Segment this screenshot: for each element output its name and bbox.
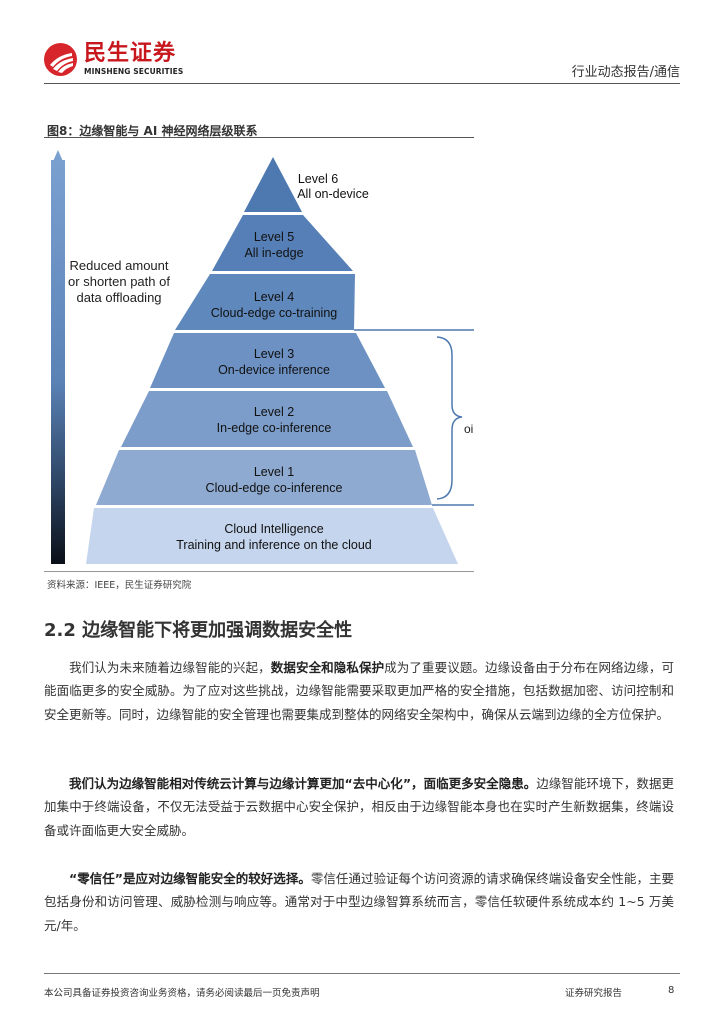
vertical-arrow-icon xyxy=(51,150,65,564)
arrow-label-line-3: data offloading xyxy=(76,290,161,305)
curly-brace-icon xyxy=(436,336,463,500)
paragraph-1-emphasis: 数据安全和隐私保护 xyxy=(270,660,385,675)
brand-name-cn: 民生证券 xyxy=(84,41,177,66)
section-title: 2.2 边缘智能下将更加强调数据安全性 xyxy=(44,620,353,641)
arrow-label-line-2: or shorten path of xyxy=(68,274,170,289)
report-category: 行业动态报告/通信 xyxy=(571,65,680,80)
level-1-layer xyxy=(96,450,432,505)
figure-title: 图8：边缘智能与 AI 神经网络层级联系 xyxy=(47,124,258,138)
level-4-name: Level 4 xyxy=(254,290,294,304)
pyramid-diagram: Reduced amount or shorten path of data o… xyxy=(51,150,474,564)
paragraph-3: “零信任”是应对边缘智能安全的较好选择。零信任通过验证每个访问资源的请求确保终端… xyxy=(44,871,674,933)
level-1-name: Level 1 xyxy=(254,465,294,479)
cloud-intelligence-desc: Training and inference on the cloud xyxy=(176,538,372,552)
figure-source: 资料来源：IEEE，民生证券研究院 xyxy=(47,580,192,591)
header-divider xyxy=(44,83,680,84)
figure-title-divider xyxy=(44,137,474,138)
cloud-intelligence-name: Cloud Intelligence xyxy=(224,522,323,536)
level-2-desc: In-edge co-inference xyxy=(217,421,332,435)
level-6-layer xyxy=(244,157,302,212)
logo-icon xyxy=(44,43,77,76)
level-5-desc: All in-edge xyxy=(244,246,303,260)
cloud-intelligence-layer xyxy=(86,508,458,564)
paragraph-1: 我们认为未来随着边缘智能的兴起，数据安全和隐私保护成为了重要议题。边缘设备由于分… xyxy=(44,660,674,722)
source-divider xyxy=(44,571,474,572)
level-3-layer xyxy=(150,333,385,388)
paragraph-3-emphasis: “零信任”是应对边缘智能安全的较好选择。 xyxy=(69,871,311,886)
level-4-layer xyxy=(175,274,355,330)
level-4-desc: Cloud-edge co-training xyxy=(211,306,338,320)
footer-doc-type: 证券研究报告 xyxy=(565,988,623,999)
brand-name-en: MINSHENG SECURITIES xyxy=(84,67,184,76)
brace-label: oi xyxy=(464,422,473,436)
level-3-desc: On-device inference xyxy=(218,363,330,377)
page-number: 8 xyxy=(668,985,675,996)
level-2-name: Level 2 xyxy=(254,405,294,419)
level-1-desc: Cloud-edge co-inference xyxy=(206,481,343,495)
level-2-layer xyxy=(121,391,413,447)
level-6-name: Level 6 xyxy=(298,172,338,186)
paragraph-2-emphasis: 我们认为边缘智能相对传统云计算与边缘计算更加“去中心化”，面临更多安全隐患。 xyxy=(69,776,537,791)
footer-divider xyxy=(44,973,680,974)
footer-disclaimer: 本公司具备证券投资咨询业务资格，请务必阅读最后一页免责声明 xyxy=(44,988,320,999)
level-5-layer xyxy=(212,215,353,271)
paragraph-2: 我们认为边缘智能相对传统云计算与边缘计算更加“去中心化”，面临更多安全隐患。边缘… xyxy=(44,776,674,838)
level-3-name: Level 3 xyxy=(254,347,294,361)
arrow-label-line-1: Reduced amount xyxy=(69,258,168,273)
level-6-desc: All on-device xyxy=(297,187,369,201)
level-5-name: Level 5 xyxy=(254,230,294,244)
